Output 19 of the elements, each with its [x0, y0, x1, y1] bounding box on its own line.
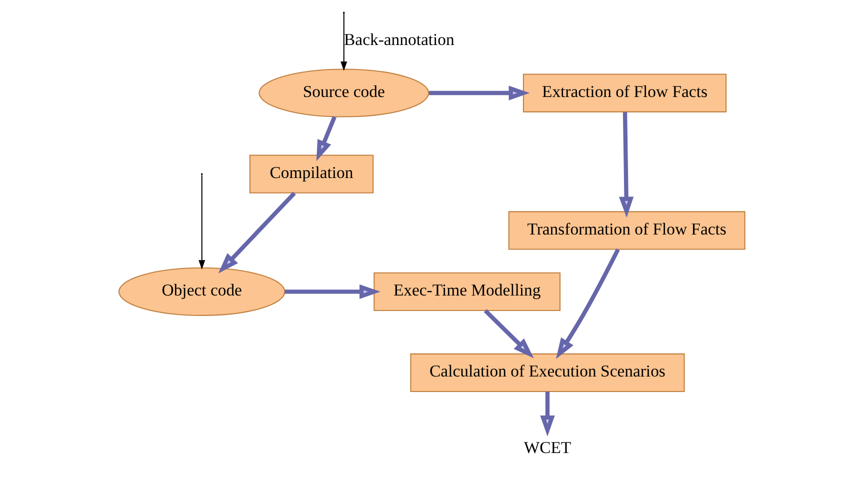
node-text: WCET [524, 438, 572, 457]
node-box: Exec-Time Modelling [374, 272, 561, 311]
arrow [340, 13, 348, 71]
arrow [484, 309, 534, 358]
arrow [218, 192, 296, 274]
node-ellipse: Source code [258, 68, 430, 118]
arrow [540, 392, 555, 436]
node-box: Extraction of Flow Facts [522, 74, 727, 112]
arrow [284, 284, 380, 299]
edge-label: Back-annotation [344, 30, 454, 50]
arrow [619, 112, 634, 218]
node-box: Transformation of Flow Facts [508, 211, 746, 250]
arrow [198, 175, 206, 270]
node-ellipse: Object code [118, 267, 286, 316]
node-box: Calculation of Execution Scenarios [410, 353, 685, 392]
arrow [428, 86, 530, 100]
arrow [316, 116, 336, 162]
node-box: Compilation [249, 154, 374, 194]
arrow [556, 248, 620, 359]
